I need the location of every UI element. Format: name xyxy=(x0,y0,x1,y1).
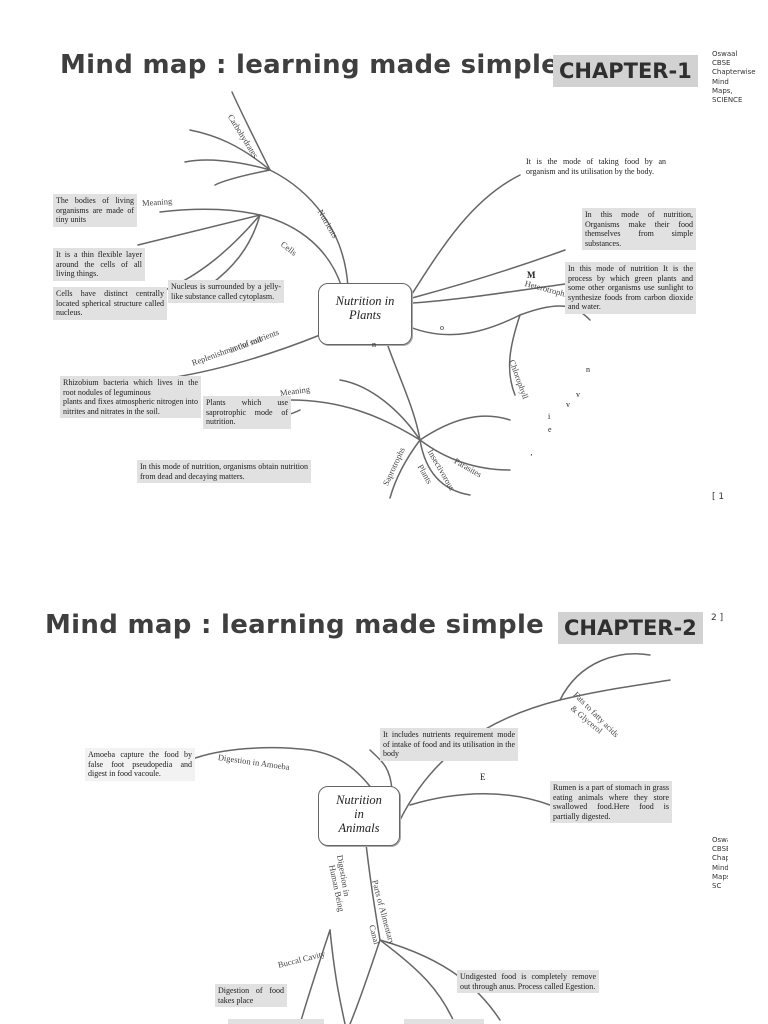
box-cells-bodies: The bodies of living organisms are made … xyxy=(53,194,137,227)
center-line-3: Animals xyxy=(338,821,380,835)
stray-letter: ‚ xyxy=(530,448,533,457)
box-saprotrophic: Plants which use saprotrophic mode of nu… xyxy=(203,396,291,429)
chapter2-label: CHAPTER-2 xyxy=(558,612,703,644)
stray-letter: n xyxy=(586,365,590,374)
box-nucleus: Cells have distinct centrally located sp… xyxy=(53,287,167,320)
box-undigested: Undigested food is completely remove out… xyxy=(457,970,599,993)
stray-letter: n xyxy=(372,340,376,349)
box-cell-membrane: It is a thin flexible layer around the c… xyxy=(53,248,145,281)
chapter1-heading: Mind map : learning made simple xyxy=(60,50,560,80)
stray-letter: i xyxy=(548,412,551,421)
stray-letter: o xyxy=(440,323,444,332)
chapter1-center-node: Nutrition in Plants xyxy=(318,283,412,345)
stray-letter: M xyxy=(527,270,536,280)
side-text-chapter2: Oswaal CBSE Chapterwise Mind Maps, SC xyxy=(712,836,728,891)
box-cut-off-right xyxy=(404,1019,484,1024)
stray-letter-e: E xyxy=(480,772,486,782)
page-number: [ 1 xyxy=(712,492,725,502)
center-line-2: in xyxy=(354,807,364,821)
box-amoeba: Amoeba capture the food by false foot ps… xyxy=(85,748,195,781)
rhizobium-line-2: plants and fixes atmospheric nitrogen in… xyxy=(63,397,198,416)
rhizobium-line-1: Rhizobium bacteria which lives in the ro… xyxy=(63,378,198,397)
box-cut-off-left xyxy=(228,1019,324,1024)
box-definition: It is the mode of taking food by an orga… xyxy=(526,157,666,176)
center-line-2: Plants xyxy=(349,308,381,322)
stray-letter: v xyxy=(566,400,570,409)
box-dead-matter: In this mode of nutrition, organisms obt… xyxy=(137,460,311,483)
side-text-chapter1: Oswaal CBSE Chapterwise Mind Maps, SCIEN… xyxy=(712,50,756,105)
page-number-suffix: 2 ] xyxy=(711,613,724,623)
stray-letter: e xyxy=(548,425,552,434)
label-meaning: Meaning xyxy=(141,195,173,208)
center-line-1: Nutrition xyxy=(336,793,382,807)
box-includes: It includes nutrients requirement mode o… xyxy=(380,728,518,761)
box-rumen: Rumen is a part of stomach in grass eati… xyxy=(550,781,672,823)
chapter2-heading: Mind map : learning made simple xyxy=(45,610,545,640)
center-line-1: Nutrition in xyxy=(335,294,395,308)
box-heterotrophic: In this mode of nutrition It is the proc… xyxy=(565,262,696,314)
stray-letter: v xyxy=(576,390,580,399)
chapter2-center-node: Nutrition in Animals xyxy=(318,786,400,846)
chapter1-label: CHAPTER-1 xyxy=(553,55,698,87)
box-buccal: Digestion of food takes place xyxy=(215,984,287,1007)
box-cytoplasm: Nucleus is surrounded by a jelly-like su… xyxy=(168,280,284,303)
box-rhizobium: Rhizobium bacteria which lives in the ro… xyxy=(60,376,201,418)
box-autotrophic: In this mode of nutrition, Organisms mak… xyxy=(582,208,696,250)
